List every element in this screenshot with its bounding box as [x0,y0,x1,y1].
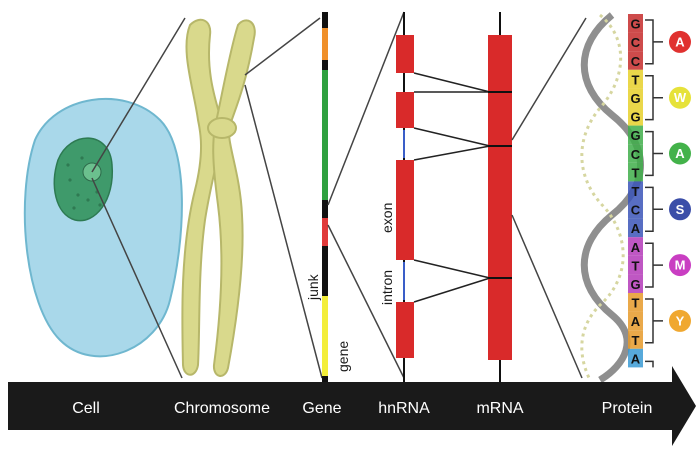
gene-cap-bottom [322,376,328,382]
cell-membrane [25,99,182,356]
codon-bracket [645,132,663,176]
zoom-line-bottom-4 [512,215,582,378]
base-letter: A [631,351,641,366]
base-letter: T [632,72,640,87]
mrna-strand [488,12,512,382]
exon-1 [396,35,414,73]
base-letter: C [631,147,641,162]
amino-acid-letter: S [676,202,685,217]
gene-seg-junk [322,246,328,296]
codon-bracket [645,299,663,343]
base-letter: T [632,258,640,273]
codon-bracket [645,187,663,231]
base-letter: T [632,333,640,348]
base-letter: T [632,184,640,199]
zoom-line-top-4 [512,18,586,140]
mrna-exons [488,35,512,360]
stage-label-protein: Protein [602,400,653,417]
centromere [208,118,236,138]
base-letter: T [632,296,640,311]
gene-seg-orange [322,28,328,60]
gene-bar [322,12,328,382]
gene-cap-top [322,12,328,28]
hnrna-strand [396,12,414,382]
stage-label-chromosome: Chromosome [174,400,270,417]
stage-label-gene: Gene [302,400,341,417]
gene-seg-gene [322,296,328,376]
exon-3 [396,160,414,260]
codon-bracket-stub [645,361,653,367]
zoom-line-top-3 [328,12,404,205]
base-letter: A [631,314,641,329]
cell-illustration [25,99,182,356]
base-letter: G [630,277,640,292]
gene-label-gene: gene [335,341,351,372]
amino-acid-letter: W [674,90,687,105]
hnrna-label-exon: exon [379,203,395,233]
base-letter: A [631,221,641,236]
base-letter: C [631,203,641,218]
gene-seg-red [322,218,328,246]
exon-2 [396,92,414,128]
codon-bracket [645,243,663,287]
chromosome-illustration [182,20,254,376]
amino-acid-letter: A [675,146,685,161]
process-arrow [8,366,696,446]
base-letter: G [630,110,640,125]
codon-bracket [645,20,663,64]
base-letter: T [632,165,640,180]
gene-seg-green [322,70,328,200]
chromatid-right [213,20,255,376]
stage-label-hnrna: hnRNA [378,400,430,417]
stage-label-cell: Cell [72,400,100,417]
base-letter: G [630,128,640,143]
codon-bracket [645,76,663,120]
gene-seg-black-2 [322,200,328,218]
zoom-line-top-2 [245,18,320,75]
exon-4 [396,302,414,358]
stage-label-mrna: mRNA [476,400,523,417]
base-letter: A [631,240,641,255]
splice-lines [414,73,490,302]
gene-label-junk: junk [305,273,321,301]
gene-seg-black-1 [322,60,328,70]
hnrna-label-intron: intron [379,270,395,305]
base-letter: C [631,35,641,50]
amino-acids: A W A S M Y [645,20,691,343]
amino-acid-letter: A [675,34,685,49]
amino-acid-letter: M [675,258,686,273]
zoom-line-bottom-2 [245,85,322,378]
base-letter: G [630,17,640,32]
base-letter: C [631,54,641,69]
amino-acid-letter: Y [676,313,685,328]
base-letter: G [630,91,640,106]
helix-strand-2 [582,15,623,380]
